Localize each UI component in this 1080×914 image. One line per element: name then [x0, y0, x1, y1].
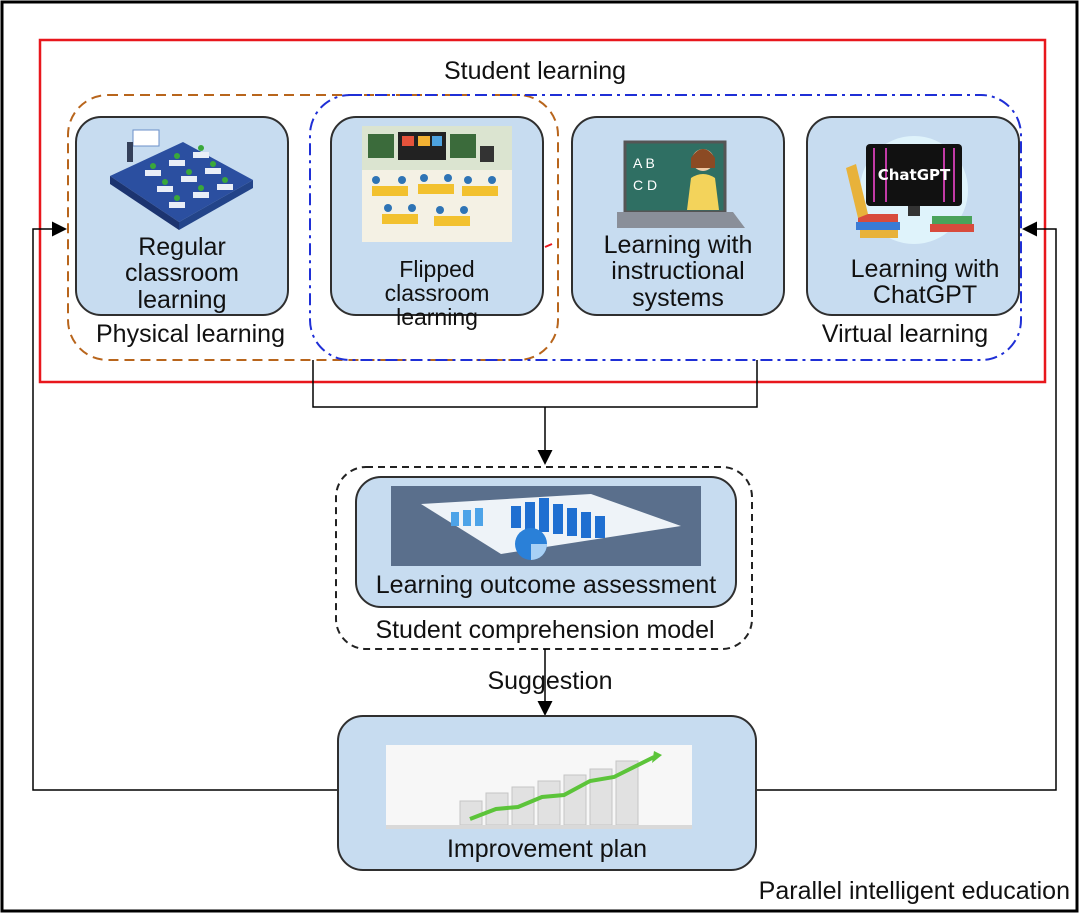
parallel-education-label: Parallel intelligent education: [758, 877, 1070, 905]
flipped-classroom-label: Flipped classroom learning: [384, 256, 490, 331]
improvement-plan-label: Improvement plan: [446, 835, 648, 863]
chatgpt-card: ChatGPT Learning with ChatGPT: [806, 116, 1020, 316]
chatgpt-screen-text: ChatGPT: [877, 166, 951, 184]
physical-learning-label: Physical learning: [96, 320, 285, 348]
virtual-learning-label: Virtual learning: [821, 320, 989, 348]
svg-text:A B: A B: [633, 155, 655, 171]
instructional-systems-card: A B C D Learning with instructional syst…: [571, 116, 785, 316]
student-learning-box: [38, 38, 1047, 384]
growth-chart-illustration: [386, 745, 692, 829]
analytics-illustration: [391, 486, 701, 566]
classroom-illustration: [110, 129, 253, 230]
regular-classroom-label: Regular classroom learning: [125, 233, 239, 314]
assessment-card: Learning outcome assessment: [355, 476, 737, 608]
virtual-learning-group: [309, 94, 1022, 361]
feedback-right: [753, 221, 1057, 791]
suggestion-label: Suggestion: [487, 667, 613, 695]
feedback-left: [32, 221, 337, 791]
flipped-classroom-illustration: [362, 126, 512, 242]
bracket-connector: [312, 360, 758, 408]
comprehension-model-label: Student comprehension model: [375, 616, 715, 644]
improvement-plan-card: Improvement plan: [337, 715, 757, 871]
assessment-label: Learning outcome assessment: [375, 571, 717, 599]
laptop-teacher-illustration: A B C D: [617, 140, 745, 228]
chatgpt-illustration: ChatGPT: [840, 128, 988, 246]
red-tick: [544, 243, 553, 248]
regular-classroom-card: Regular classroom learning: [75, 116, 289, 316]
physical-learning-group: [67, 94, 559, 361]
student-learning-label: Student learning: [443, 57, 627, 85]
chatgpt-label: Learning with ChatGPT: [850, 255, 1000, 310]
flipped-classroom-card: Flipped classroom learning: [330, 116, 544, 329]
svg-text:C D: C D: [633, 177, 657, 193]
comprehension-model-group: [335, 466, 753, 650]
instructional-systems-label: Learning with instructional systems: [603, 231, 753, 312]
